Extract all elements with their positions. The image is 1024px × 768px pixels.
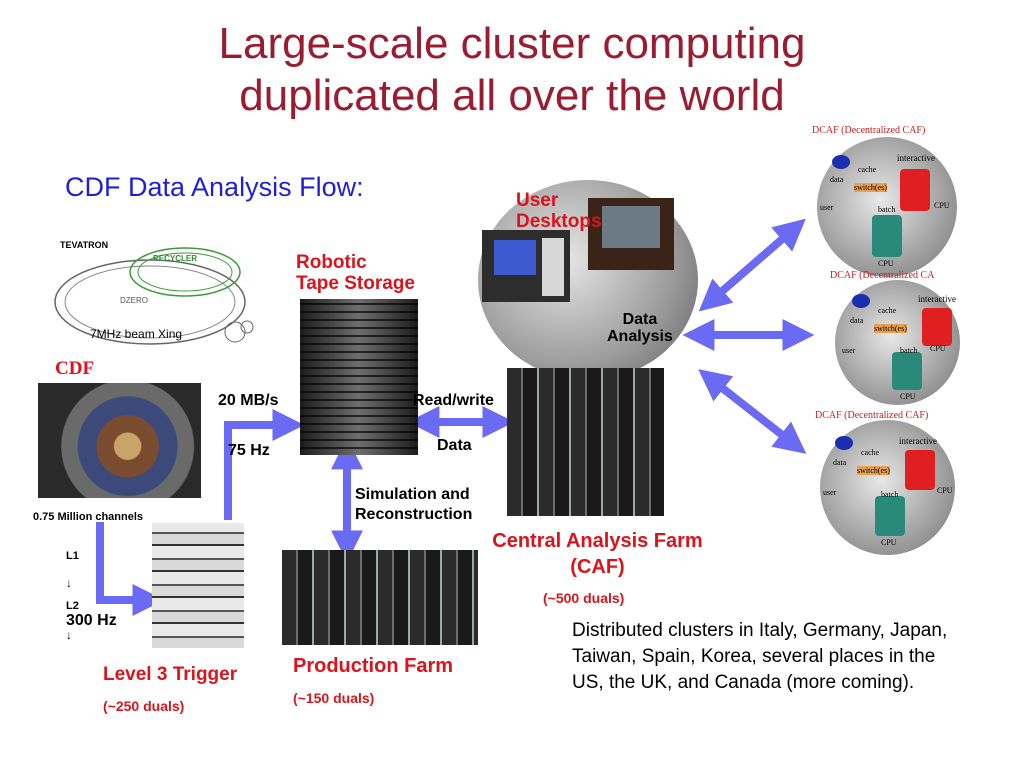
data-analysis-label: Data Analysis bbox=[607, 311, 673, 345]
dcaf-1-disk-icon bbox=[832, 155, 850, 169]
desktop-photo-1 bbox=[482, 230, 570, 302]
subtitle: CDF Data Analysis Flow: bbox=[65, 172, 364, 202]
tape-label-line-1: Robotic bbox=[296, 252, 367, 273]
production-farm-label: Production Farm bbox=[293, 655, 454, 677]
dcaf-1-batch-label: batch bbox=[878, 205, 896, 214]
dcaf-1-data-label: data bbox=[830, 175, 844, 184]
dcaf-3-cache-label: cache bbox=[861, 448, 880, 457]
dcaf-3-user-label: user bbox=[823, 488, 837, 497]
distributed-clusters-description: Distributed clusters in Italy, Germany, … bbox=[572, 620, 948, 693]
desktop-photo-2 bbox=[588, 198, 674, 270]
production-farm-duals: (~150 duals) bbox=[293, 690, 375, 706]
simulation-line-1: Simulation and bbox=[355, 486, 470, 503]
level3-label: Level 3 Trigger bbox=[103, 664, 238, 685]
caf-duals: (~500 duals) bbox=[543, 590, 625, 606]
desktops-line-2: Desktops bbox=[516, 211, 602, 232]
dcaf-globe-3: DCAF (Decentralized CAF) interactive cac… bbox=[815, 410, 965, 555]
level3-duals: (~250 duals) bbox=[103, 698, 185, 714]
tape-storage-photo bbox=[300, 299, 418, 455]
dcaf-2-interactive-cpu-icon bbox=[922, 308, 952, 346]
l1-label: L1 bbox=[66, 550, 79, 562]
dcaf-3-batch-cpu-icon bbox=[875, 496, 905, 536]
simulation-line-2: Reconstruction bbox=[355, 506, 473, 523]
dcaf-3-switch-label: switch(es) bbox=[857, 466, 890, 475]
dcaf-1-title: DCAF (Decentralized CAF) bbox=[812, 125, 926, 136]
dcaf-2-batch-label: batch bbox=[900, 346, 918, 355]
dcaf-1-switch-label: switch(es) bbox=[854, 183, 887, 192]
level3-trigger-photo bbox=[152, 523, 244, 648]
production-farm-photo bbox=[282, 550, 478, 645]
dcaf-2-data-label: data bbox=[850, 316, 864, 325]
dcaf-1-cpu2-label: CPU bbox=[878, 259, 894, 268]
dcaf-2-batch-cpu-icon bbox=[892, 352, 922, 390]
l2-label: L2 bbox=[66, 600, 79, 612]
data-label: Data bbox=[437, 437, 472, 454]
channels-label: 0.75 Million channels bbox=[33, 511, 144, 523]
dcaf-3-cpu2-label: CPU bbox=[881, 538, 897, 547]
caf-label: Central Analysis Farm (CAF) bbox=[470, 528, 725, 580]
title-line-2: duplicated all over the world bbox=[239, 71, 785, 120]
dcaf-2-interactive-label: interactive bbox=[918, 294, 956, 304]
dcaf-2-user-label: user bbox=[842, 346, 856, 355]
dcaf-3-cpu1-label: CPU bbox=[937, 486, 953, 495]
readwrite-label: Read/write bbox=[413, 392, 494, 409]
dcaf-2-cpu1-label: CPU bbox=[930, 344, 946, 353]
data-analysis-line-2: Analysis bbox=[607, 328, 673, 345]
tevatron-diagram bbox=[54, 247, 254, 345]
dcaf-2-title: DCAF (Decentralized CA bbox=[830, 270, 935, 281]
arrow-trigger-to-tape bbox=[224, 409, 305, 520]
dcaf-3-interactive-label: interactive bbox=[899, 436, 937, 446]
dcaf-1-cpu1-label: CPU bbox=[934, 201, 950, 210]
caf-line-2: (CAF) bbox=[570, 556, 625, 578]
slide-title: Large-scale cluster computing duplicated… bbox=[0, 18, 1024, 122]
data-analysis-line-1: Data bbox=[622, 311, 658, 328]
l2-arrow: ↓ bbox=[66, 628, 72, 642]
desktops-line-1: User bbox=[516, 190, 559, 211]
dcaf-3-interactive-cpu-icon bbox=[905, 450, 935, 490]
tape-label-line-2: Tape Storage bbox=[296, 273, 415, 294]
dcaf-1-interactive-cpu-icon bbox=[900, 169, 930, 211]
dcaf-1-user-label: user bbox=[820, 203, 834, 212]
l1-arrow: ↓ bbox=[66, 576, 72, 590]
dcaf-globe-2: DCAF (Decentralized CA interactive cache… bbox=[830, 270, 980, 405]
user-desktops-label: User Desktops bbox=[516, 190, 602, 232]
arrow-dcaf-1 bbox=[698, 218, 806, 312]
arrow-dcaf-3 bbox=[698, 369, 807, 454]
dcaf-3-batch-label: batch bbox=[881, 490, 899, 499]
beam-xing-label: 7MHz beam Xing bbox=[90, 327, 183, 341]
dcaf-2-cpu2-label: CPU bbox=[900, 392, 916, 401]
cdf-label: CDF bbox=[55, 358, 95, 379]
rate-20mbs: 20 MB/s bbox=[218, 392, 279, 409]
arrow-detector-to-trigger bbox=[96, 522, 165, 616]
tevatron-label: TEVATRON bbox=[60, 240, 109, 250]
dcaf-globe-1: DCAF (Decentralized CAF) interactive cac… bbox=[812, 125, 962, 277]
dcaf-3-disk-icon bbox=[835, 436, 853, 450]
recycler-label: RECYCLER bbox=[153, 254, 198, 263]
cdf-detector-photo bbox=[38, 383, 201, 498]
rate-300hz: 300 Hz bbox=[66, 612, 117, 629]
rate-75hz: 75 Hz bbox=[228, 442, 270, 459]
simulation-label: Simulation and Reconstruction bbox=[355, 485, 472, 525]
dcaf-2-switch-label: switch(es) bbox=[874, 324, 907, 333]
caf-line-1: Central Analysis Farm bbox=[492, 530, 703, 552]
dcaf-3-title: DCAF (Decentralized CAF) bbox=[815, 410, 929, 421]
dcaf-1-batch-cpu-icon bbox=[872, 215, 902, 257]
dcaf-1-interactive-label: interactive bbox=[897, 153, 935, 163]
dcaf-2-cache-label: cache bbox=[878, 306, 897, 315]
title-line-1: Large-scale cluster computing bbox=[218, 19, 806, 68]
caf-photo bbox=[507, 368, 664, 516]
dzero-label: DZERO bbox=[120, 296, 148, 305]
dcaf-3-data-label: data bbox=[833, 458, 847, 467]
dcaf-1-cache-label: cache bbox=[858, 165, 877, 174]
tape-storage-label: Robotic Tape Storage bbox=[296, 252, 415, 294]
dcaf-2-disk-icon bbox=[852, 294, 870, 308]
